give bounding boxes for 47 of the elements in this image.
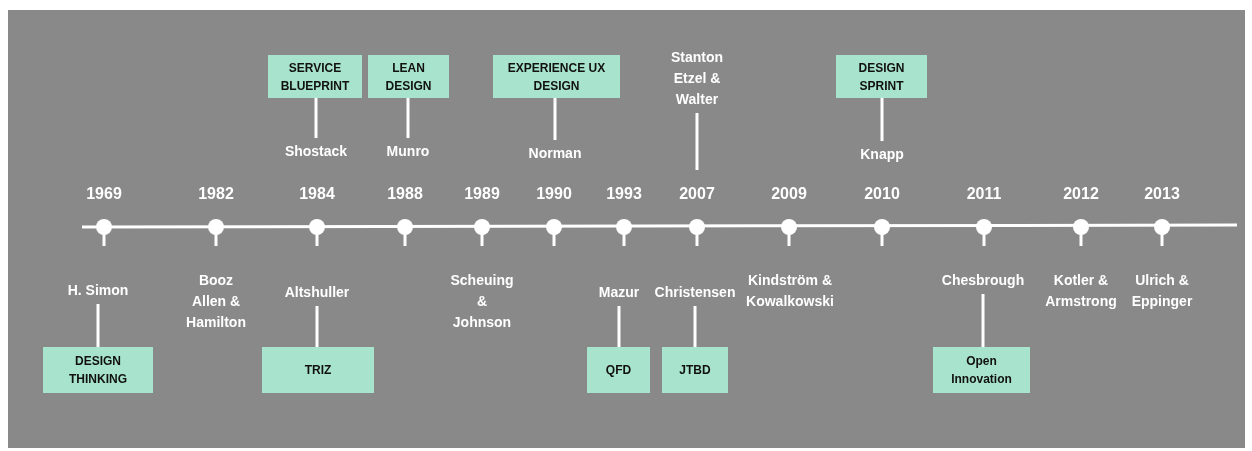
connector-line: [981, 294, 985, 347]
year-label: 2007: [679, 185, 715, 203]
connector-line: [880, 98, 884, 141]
connector-line: [96, 304, 100, 347]
connector-line: [617, 306, 621, 347]
year-label: 2013: [1144, 185, 1180, 203]
author-name: Scheuing & Johnson: [450, 271, 514, 332]
author-name: Mazur: [598, 282, 640, 303]
author-name: Shostack: [284, 141, 348, 162]
year-label: 1982: [198, 185, 234, 203]
year-label: 1990: [536, 185, 572, 203]
author-name: H. Simon: [67, 280, 129, 301]
method-box: EXPERIENCE UX DESIGN: [493, 55, 620, 98]
author-name: Knapp: [860, 144, 904, 165]
author-name: Stanton Etzel & Walter: [670, 47, 724, 110]
connector-line: [315, 306, 319, 347]
year-label: 1989: [464, 185, 500, 203]
author-name: Christensen: [654, 282, 736, 303]
author-name: Kotler & Armstrong: [1045, 271, 1117, 311]
method-box: Open Innovation: [933, 347, 1030, 393]
method-box: DESIGN SPRINT: [836, 55, 927, 98]
year-label: 1969: [86, 185, 122, 203]
author-name: Kindström & Kowalkowski: [746, 271, 834, 311]
year-label: 1984: [299, 185, 335, 203]
author-name: Booz Allen & Hamilton: [185, 271, 247, 332]
year-label: 2010: [864, 185, 900, 203]
author-name: Munro: [386, 141, 430, 162]
method-box: QFD: [587, 347, 650, 393]
method-box: DESIGN THINKING: [43, 347, 153, 393]
year-label: 1993: [606, 185, 642, 203]
connector-line: [314, 98, 318, 138]
method-box: TRIZ: [262, 347, 374, 393]
author-name: Ulrich & Eppinger: [1131, 271, 1193, 311]
year-label: 2009: [771, 185, 807, 203]
connector-line: [406, 98, 410, 138]
connector-line: [553, 98, 557, 140]
year-label: 2012: [1063, 185, 1099, 203]
method-box: JTBD: [662, 347, 728, 393]
author-name: Chesbrough: [941, 270, 1025, 291]
year-label: 2011: [966, 185, 1002, 203]
author-name: Norman: [528, 143, 582, 164]
year-label: 1988: [387, 185, 423, 203]
method-box: LEAN DESIGN: [368, 55, 449, 98]
author-name: Altshuller: [284, 282, 350, 303]
connector-line: [695, 113, 699, 170]
method-box: SERVICE BLUEPRINT: [268, 55, 362, 98]
connector-line: [693, 306, 697, 347]
